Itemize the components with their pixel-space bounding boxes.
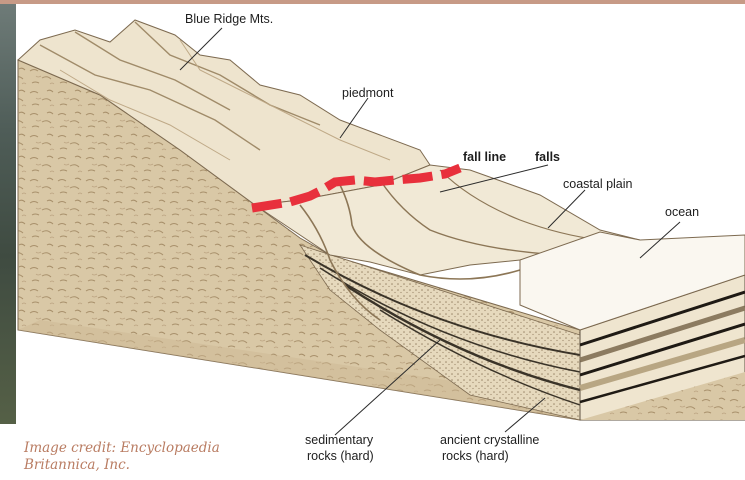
- label-piedmont: piedmont: [342, 86, 393, 101]
- label-blue-ridge: Blue Ridge Mts.: [185, 12, 273, 27]
- label-coastal-plain: coastal plain: [563, 177, 633, 192]
- label-crystalline-line1: ancient crystalline: [440, 433, 539, 448]
- label-crystalline-line2: rocks (hard): [442, 449, 509, 464]
- label-sedimentary-line1: sedimentary: [305, 433, 373, 448]
- label-sedimentary-line2: rocks (hard): [307, 449, 374, 464]
- label-falls: falls: [535, 150, 560, 165]
- image-credit-line1: Image credit: Encyclopaedia: [24, 440, 244, 457]
- label-ocean: ocean: [665, 205, 699, 220]
- image-credit-line2: Britannica, Inc.: [24, 457, 244, 474]
- label-fall-line: fall line: [463, 150, 506, 165]
- image-credit: Image credit: Encyclopaedia Britannica, …: [24, 440, 244, 474]
